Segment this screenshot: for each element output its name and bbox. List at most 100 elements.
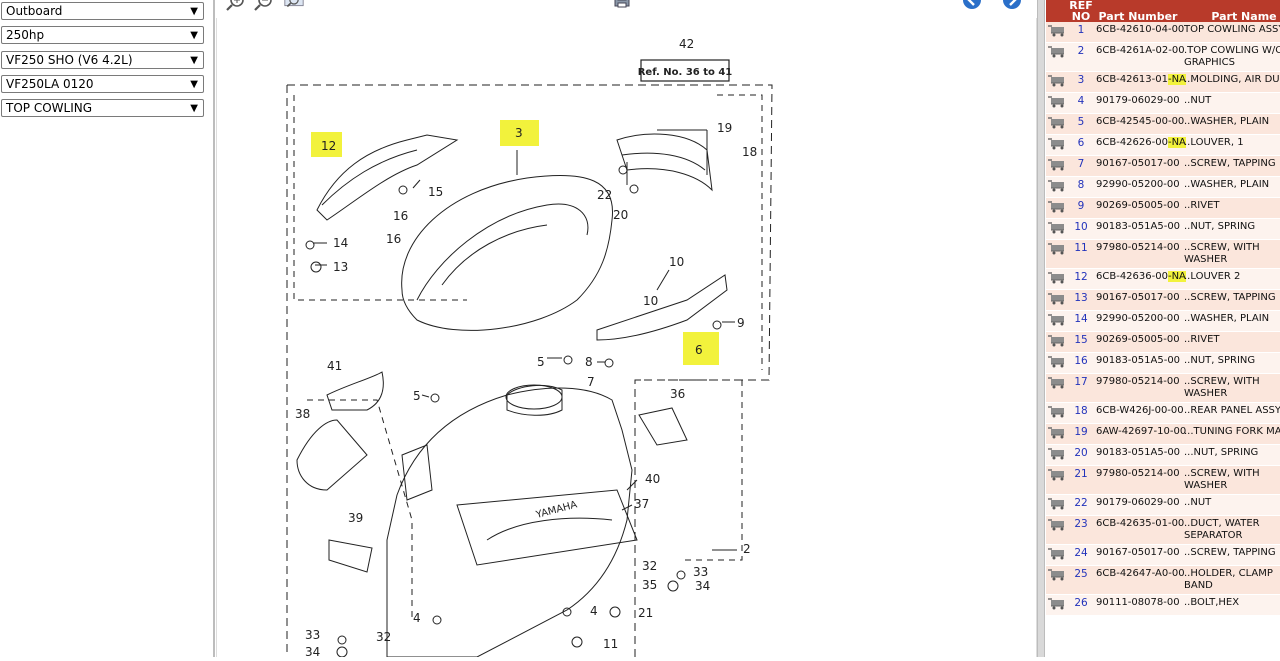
assembly-select[interactable]: TOP COWLING▼ — [1, 99, 204, 117]
ref-no-link[interactable]: 16 — [1068, 352, 1094, 374]
callout-22[interactable]: 22 — [597, 188, 612, 202]
add-to-cart-button[interactable] — [1046, 331, 1068, 353]
add-to-cart-button[interactable] — [1046, 92, 1068, 114]
callout-42[interactable]: 42 — [679, 37, 694, 51]
ref-no-link[interactable]: 14 — [1068, 310, 1094, 332]
callout-16[interactable]: 16 — [393, 209, 408, 223]
callout-7[interactable]: 7 — [587, 375, 595, 389]
callout-41[interactable]: 41 — [327, 359, 342, 373]
ref-no-link[interactable]: 8 — [1068, 176, 1094, 198]
model-select[interactable]: VF250 SHO (V6 4.2L)▼ — [1, 51, 204, 69]
ref-no-link[interactable]: 25 — [1068, 565, 1094, 595]
ref-no-link[interactable]: 17 — [1068, 373, 1094, 403]
callout-6[interactable]: 6 — [695, 343, 703, 357]
add-to-cart-button[interactable] — [1046, 352, 1068, 374]
back-icon[interactable] — [962, 0, 982, 14]
callout-2[interactable]: 2 — [743, 542, 751, 556]
callout-39[interactable]: 39 — [348, 511, 363, 525]
ref-no-link[interactable]: 3 — [1068, 71, 1094, 93]
ref-no-link[interactable]: 5 — [1068, 113, 1094, 135]
callout-19[interactable]: 19 — [717, 121, 732, 135]
callout-10b[interactable]: 10 — [643, 294, 658, 308]
callout-18[interactable]: 18 — [742, 145, 757, 159]
callout-3[interactable]: 3 — [515, 126, 523, 140]
cowling-diagram-svg[interactable]: YAMAHA — [217, 18, 1036, 659]
add-to-cart-button[interactable] — [1046, 113, 1068, 135]
ref-no-link[interactable]: 4 — [1068, 92, 1094, 114]
ref-no-link[interactable]: 10 — [1068, 218, 1094, 240]
horsepower-select[interactable]: 250hp▼ — [1, 26, 204, 44]
ref-no-link[interactable]: 15 — [1068, 331, 1094, 353]
ref-no-link[interactable]: 20 — [1068, 444, 1094, 466]
ref-no-link[interactable]: 2 — [1068, 42, 1094, 72]
add-to-cart-button[interactable] — [1046, 310, 1068, 332]
add-to-cart-button[interactable] — [1046, 423, 1068, 445]
callout-34b[interactable]: 34 — [305, 645, 320, 659]
callout-4[interactable]: 4 — [590, 604, 598, 618]
add-to-cart-button[interactable] — [1046, 515, 1068, 545]
callout-21[interactable]: 21 — [638, 606, 653, 620]
add-to-cart-button[interactable] — [1046, 197, 1068, 219]
exploded-diagram[interactable]: YAMAHA — [216, 18, 1037, 659]
forward-icon[interactable] — [1002, 0, 1022, 14]
ref-no-link[interactable]: 6 — [1068, 134, 1094, 156]
add-to-cart-button[interactable] — [1046, 494, 1068, 516]
callout-32[interactable]: 32 — [642, 559, 657, 573]
add-to-cart-button[interactable] — [1046, 544, 1068, 566]
callout-40[interactable]: 40 — [645, 472, 660, 486]
add-to-cart-button[interactable] — [1046, 289, 1068, 311]
callout-10[interactable]: 10 — [669, 255, 684, 269]
serial-select[interactable]: VF250LA 0120▼ — [1, 75, 204, 93]
callout-5[interactable]: 5 — [537, 355, 545, 369]
add-to-cart-button[interactable] — [1046, 373, 1068, 403]
callout-11[interactable]: 11 — [603, 637, 618, 651]
callout-13[interactable]: 13 — [333, 260, 348, 274]
add-to-cart-button[interactable] — [1046, 565, 1068, 595]
splitter-left[interactable] — [213, 0, 215, 657]
callout-20[interactable]: 20 — [613, 208, 628, 222]
add-to-cart-button[interactable] — [1046, 402, 1068, 424]
ref-no-link[interactable]: 7 — [1068, 155, 1094, 177]
print-icon[interactable] — [612, 0, 632, 14]
callout-9[interactable]: 9 — [737, 316, 745, 330]
callout-14[interactable]: 14 — [333, 236, 348, 250]
callout-4b[interactable]: 4 — [413, 611, 421, 625]
add-to-cart-button[interactable] — [1046, 268, 1068, 290]
callout-35[interactable]: 35 — [642, 578, 657, 592]
ref-no-link[interactable]: 21 — [1068, 465, 1094, 495]
callout-33[interactable]: 33 — [693, 565, 708, 579]
ref-no-link[interactable]: 13 — [1068, 289, 1094, 311]
ref-no-link[interactable]: 22 — [1068, 494, 1094, 516]
callout-8[interactable]: 8 — [585, 355, 593, 369]
add-to-cart-button[interactable] — [1046, 71, 1068, 93]
ref-no-link[interactable]: 11 — [1068, 239, 1094, 269]
zoom-in-icon[interactable] — [226, 0, 246, 14]
callout-5b[interactable]: 5 — [413, 389, 421, 403]
add-to-cart-button[interactable] — [1046, 22, 1068, 43]
zoom-fit-icon[interactable] — [284, 0, 304, 14]
ref-no-link[interactable]: 23 — [1068, 515, 1094, 545]
callout-32b[interactable]: 32 — [376, 630, 391, 644]
callout-38[interactable]: 38 — [295, 407, 310, 421]
callout-34[interactable]: 34 — [695, 579, 710, 593]
add-to-cart-button[interactable] — [1046, 176, 1068, 198]
ref-no-link[interactable]: 24 — [1068, 544, 1094, 566]
